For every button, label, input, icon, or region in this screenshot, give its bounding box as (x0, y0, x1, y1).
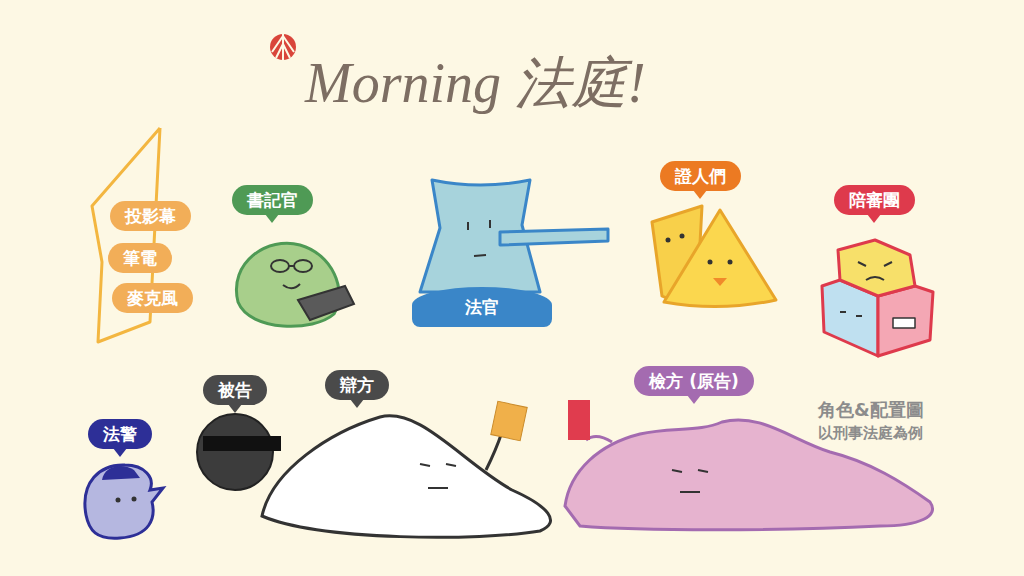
tag-pointer (228, 404, 242, 413)
role-tag: 陪審團 (834, 185, 915, 215)
role-name: 證人們 (675, 166, 726, 186)
page-title: Morning 法庭! (305, 46, 646, 122)
caption-note: 角色&配置圖 (818, 398, 924, 422)
tag-pointer (350, 399, 364, 408)
tag-pointer (265, 214, 279, 223)
judge-bench: 法官 (412, 287, 552, 327)
witness-figures (652, 206, 776, 307)
role-tag: 被告 (203, 375, 267, 405)
caption-note: 以刑事法庭為例 (818, 424, 923, 443)
jury-figure (822, 240, 933, 356)
clerk-figure (236, 243, 354, 326)
role-name: 投影幕 (125, 206, 176, 226)
tag-pointer (867, 214, 881, 223)
tag-pointer (693, 190, 707, 199)
role-tag: 投影幕 (110, 201, 191, 231)
role-name: 法官 (465, 297, 499, 317)
role-tag: 辯方 (325, 370, 389, 400)
role-tag: 法警 (88, 419, 152, 449)
role-tag: 證人們 (660, 161, 741, 191)
role-tag: 麥克風 (112, 283, 193, 313)
tag-pointer (687, 395, 701, 404)
role-name: 被告 (218, 380, 252, 400)
judge-figure (420, 180, 608, 292)
role-name: 筆電 (123, 248, 157, 268)
role-tag: 檢方 (原告) (634, 366, 753, 396)
role-name: 法警 (103, 424, 137, 444)
tag-pointer (113, 448, 127, 457)
role-name: 書記官 (247, 190, 298, 210)
role-name: 檢方 (原告) (649, 371, 738, 391)
role-tag: 書記官 (232, 185, 313, 215)
logo-mark (270, 32, 296, 62)
role-name: 辯方 (340, 375, 374, 395)
role-name: 陪審團 (849, 190, 900, 210)
defense-figure (262, 401, 551, 537)
defendant-figure (197, 414, 281, 490)
role-tag: 筆電 (108, 243, 172, 273)
role-name: 麥克風 (127, 288, 178, 308)
bailiff-figure (85, 465, 163, 538)
